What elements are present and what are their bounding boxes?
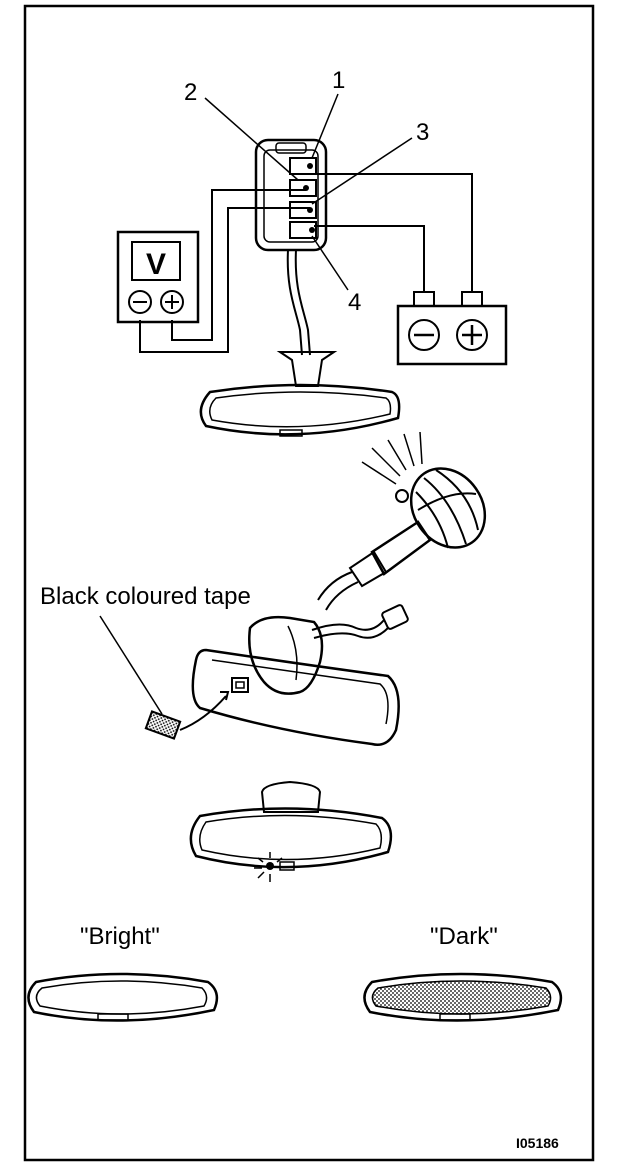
dark-label: "Dark" — [430, 923, 498, 950]
mirror-bright — [27, 972, 219, 1022]
tape-label: Black coloured tape — [40, 583, 251, 610]
battery-minus-terminal — [408, 319, 440, 351]
battery — [396, 291, 508, 366]
figure-border — [23, 4, 595, 1162]
callout-2: 2 — [184, 79, 299, 181]
voltmeter: V — [116, 230, 200, 324]
mirror-with-tape — [191, 604, 409, 746]
wire-pin4-to-battery-minus — [314, 225, 425, 292]
mirror-dark — [363, 972, 563, 1022]
callout-1: 1 — [311, 67, 345, 159]
tape-leader — [99, 615, 163, 715]
callout-3: 3 — [311, 119, 429, 205]
wire-pin1-to-battery-plus — [310, 173, 473, 292]
light-sensor — [231, 677, 249, 693]
svg-text:V: V — [146, 248, 166, 281]
indicator-lamp — [266, 862, 274, 870]
mirror-connector — [254, 138, 328, 252]
figure-code: I05186 — [516, 1135, 559, 1151]
voltmeter-plus-terminal — [160, 290, 184, 314]
mirror-under-test — [199, 351, 401, 437]
wire-pin3-to-voltmeter-minus — [139, 207, 310, 353]
voltmeter-minus-terminal — [128, 290, 152, 314]
connector-cable — [286, 249, 311, 356]
mirror-indicator — [189, 780, 393, 882]
svg-text:2: 2 — [184, 79, 197, 106]
svg-text:3: 3 — [416, 119, 429, 146]
svg-text:4: 4 — [348, 289, 361, 316]
wire-pin2-to-voltmeter-plus — [171, 189, 306, 341]
inspection-lamp — [317, 431, 487, 611]
black-tape-piece — [144, 691, 230, 740]
callout-4: 4 — [311, 235, 361, 316]
bright-label: "Bright" — [80, 923, 160, 950]
svg-text:1: 1 — [332, 67, 345, 94]
battery-plus-terminal — [456, 319, 488, 351]
